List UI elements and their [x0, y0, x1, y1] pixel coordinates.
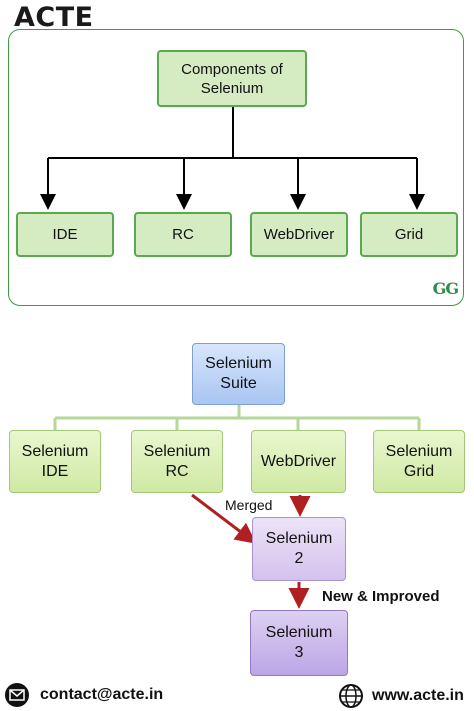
- selenium-2-node: Selenium 2: [252, 517, 346, 581]
- website-link[interactable]: www.acte.in: [372, 687, 464, 704]
- selenium-suite-node: Selenium Suite: [192, 343, 285, 405]
- node-ide: IDE: [16, 212, 114, 257]
- selenium-3-node: Selenium 3: [250, 610, 348, 676]
- mail-icon: [5, 683, 29, 707]
- node-grid: Grid: [360, 212, 458, 257]
- d2-arrow-rc-to-s2: [191, 493, 257, 544]
- acte-logo: ACTE: [14, 2, 94, 33]
- new-and-improved-label: New & Improved: [322, 588, 440, 605]
- contact-email[interactable]: contact@acte.in: [40, 686, 164, 703]
- components-root-node: Components of Selenium: [157, 50, 307, 107]
- node-webdriver: WebDriver: [250, 212, 348, 257]
- selenium-grid-node: Selenium Grid: [373, 430, 465, 493]
- components-diagram-panel: [8, 29, 464, 306]
- globe-icon: [339, 684, 363, 708]
- node-rc: RC: [134, 212, 232, 257]
- selenium-rc-node: Selenium RC: [131, 430, 223, 493]
- geeksforgeeks-watermark: GG: [432, 279, 459, 298]
- merged-label: Merged: [225, 497, 273, 513]
- selenium-ide-node: Selenium IDE: [9, 430, 101, 493]
- webdriver-node: WebDriver: [251, 430, 346, 493]
